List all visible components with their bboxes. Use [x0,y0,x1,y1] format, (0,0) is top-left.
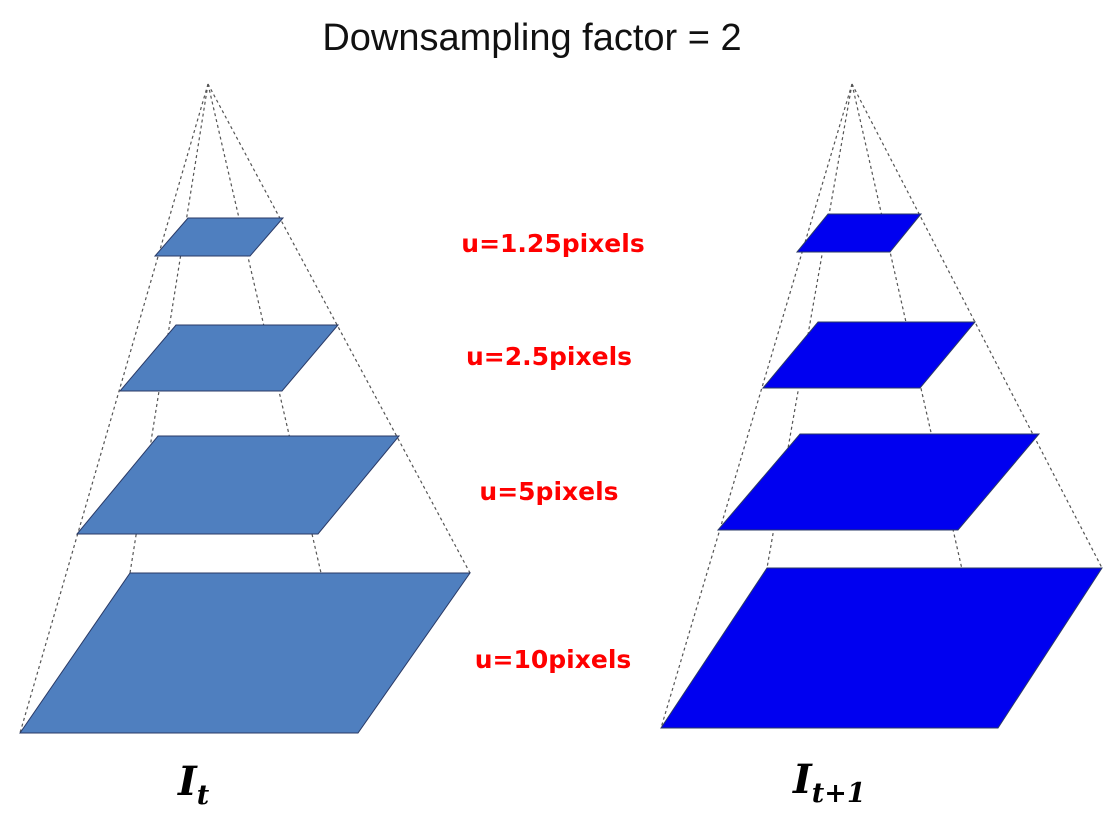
pyramid-edge-line-3 [207,83,471,574]
frame-label-it1: It+1 [792,756,866,809]
pyramid-levels [660,213,1103,729]
pyramid-level-1 [795,213,923,253]
pyramid-level-4 [660,567,1103,729]
frame-label-it: It [177,758,210,811]
pyramid-edge-line-1 [660,83,853,729]
level-label-4: u=10pixels [475,645,632,674]
level-label-3: u=5pixels [479,477,618,506]
pyramid-level-3 [716,433,1041,531]
frame-label-it-base: I [177,758,198,805]
pyramid-level-1 [153,217,285,257]
pyramid-edge-line-1 [19,83,209,734]
diagram-title: Downsampling factor = 2 [322,17,741,59]
frame-label-it1-subscript: t+1 [812,778,866,809]
pyramid-guide-lines [19,83,471,734]
frame-label-it1-base: I [792,756,813,803]
level-label-2: u=2.5pixels [466,342,632,371]
frame-label-it-subscript: t [197,780,210,811]
pyramid-edge-line-4 [129,83,209,574]
pyramid-level-2 [118,324,340,392]
level-label-1: u=1.25pixels [461,229,644,258]
pyramid-level-2 [761,321,977,389]
pyramid-level-4 [19,572,471,734]
pyramid-levels [19,217,471,734]
pyramid-edge-line-2 [851,83,999,729]
pyramid-it1 [660,83,1103,729]
pyramid-edge-line-3 [851,83,1103,569]
pyramid-it [19,83,471,734]
pyramid-level-3 [75,435,401,535]
